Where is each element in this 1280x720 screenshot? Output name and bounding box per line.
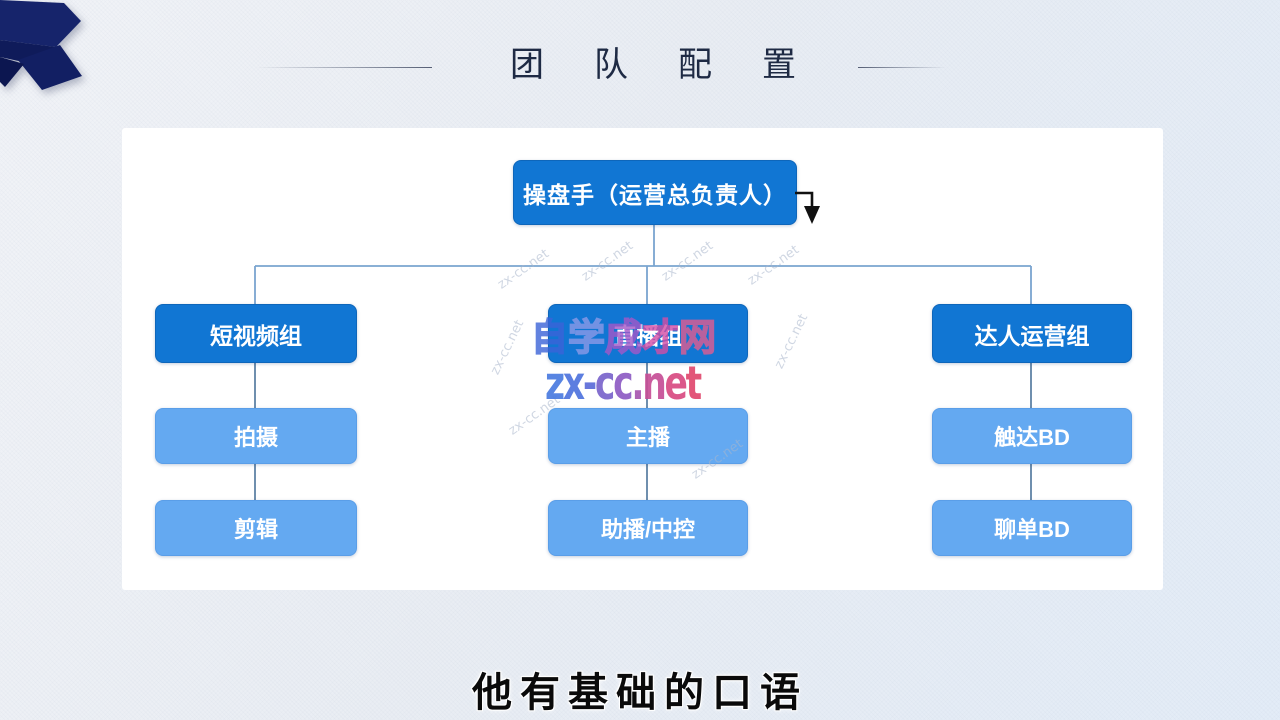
site-char: - — [582, 356, 597, 410]
slide-title: 团队配置 — [510, 47, 846, 84]
site-char: c — [594, 356, 615, 410]
org-node-reach-bd: 触达BD — [932, 408, 1132, 464]
ribbon-icon — [0, 0, 82, 90]
site-char: z — [545, 356, 565, 410]
site-char: . — [631, 356, 644, 410]
org-chart-connectors — [254, 223, 1032, 500]
site-char: x — [562, 356, 585, 410]
site-char: n — [642, 356, 667, 410]
site-char: t — [685, 356, 703, 410]
org-node-group-live: 直播组 — [548, 304, 748, 363]
org-node-root: 操盘手（运营总负责人） — [513, 160, 797, 225]
org-chart-card: 操盘手（运营总负责人） 短视频组 直播组 达人运营组 拍摄 剪辑 主播 助播/中… — [122, 128, 1163, 590]
site-char: e — [664, 356, 688, 410]
org-node-group-influencer: 达人运营组 — [932, 304, 1132, 363]
title-rule-left — [256, 67, 432, 68]
site-url-watermark: zx-cc.net — [545, 356, 703, 410]
org-node-editing: 剪辑 — [155, 500, 357, 556]
brand-char: 学 — [567, 315, 606, 360]
org-node-host: 主播 — [548, 408, 748, 464]
brand-char: 才 — [641, 315, 680, 360]
org-node-shooting: 拍摄 — [155, 408, 357, 464]
org-node-chat-bd: 聊单BD — [932, 500, 1132, 556]
brand-watermark: 自学成才网 — [530, 315, 717, 360]
title-rule-right — [858, 67, 946, 68]
down-arrow-annotation-icon — [795, 191, 820, 224]
brand-char: 成 — [604, 315, 643, 360]
org-node-assistant-host: 助播/中控 — [548, 500, 748, 556]
brand-char: 网 — [678, 315, 717, 360]
site-char: c — [613, 356, 633, 410]
org-node-group-short-video: 短视频组 — [155, 304, 357, 363]
brand-char: 自 — [530, 315, 569, 360]
video-subtitle: 他有基础的口语 — [472, 670, 808, 715]
